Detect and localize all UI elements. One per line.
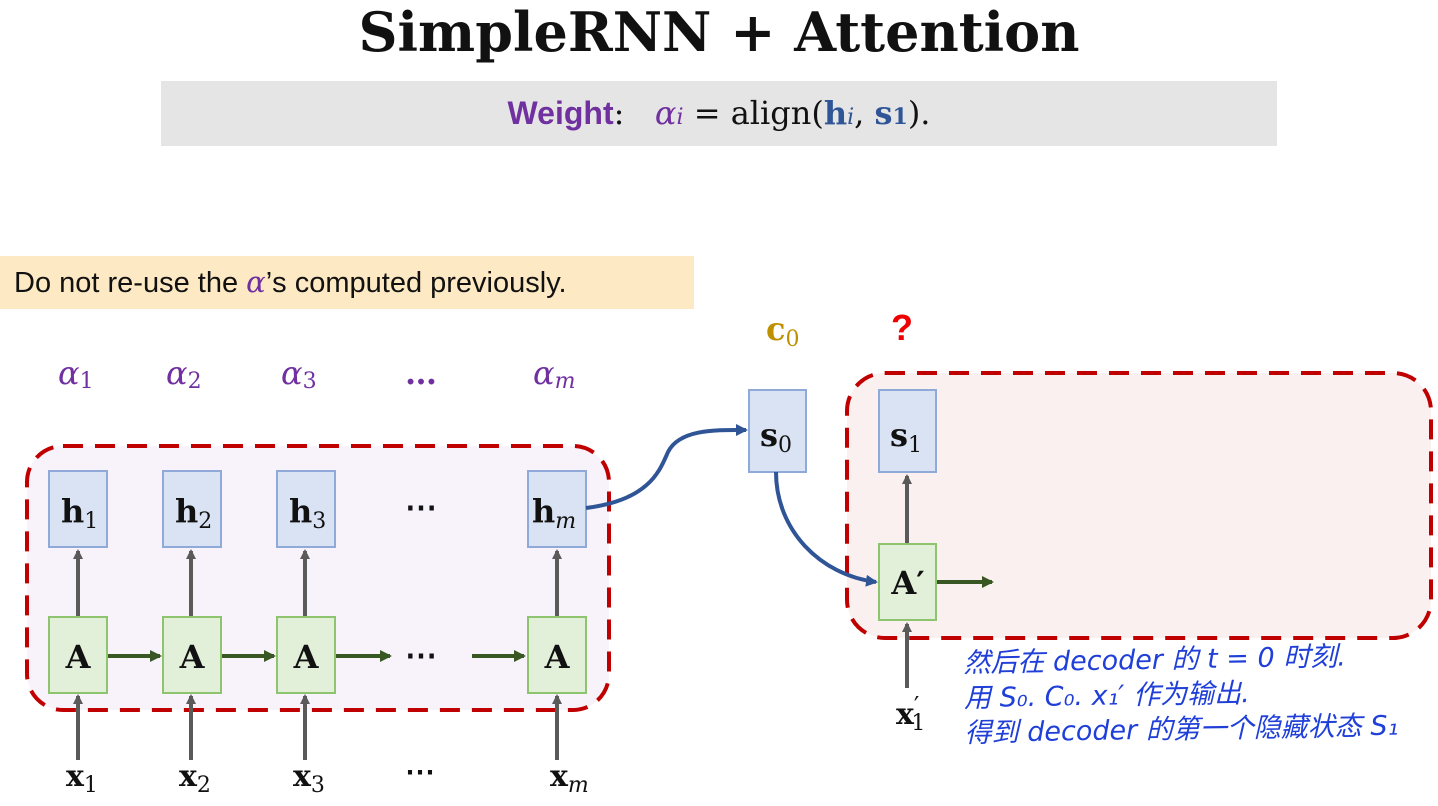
context-c0-label: c0 xyxy=(766,310,799,352)
a-cell-3 xyxy=(276,616,336,694)
formula-colon: : xyxy=(613,94,625,132)
alpha-label-ellipsis: … xyxy=(405,354,437,392)
formula-align: = align( xyxy=(683,94,824,132)
hm-label: hm xyxy=(532,492,576,534)
alpha-label-2: α2 xyxy=(166,354,202,394)
formula-alpha: α xyxy=(654,94,677,132)
h1-label: h1 xyxy=(61,492,98,534)
alpha-label-1: α1 xyxy=(58,354,94,394)
note-text-after: ’s computed previously. xyxy=(265,267,567,299)
question-mark: ? xyxy=(891,307,913,348)
formula-bar: Weight: αi = align(hi, s1). xyxy=(161,81,1277,146)
note-alpha: α xyxy=(246,265,266,299)
h3-box xyxy=(276,470,336,548)
s1-box xyxy=(878,389,937,473)
input-ellipsis: ⋯ xyxy=(405,755,435,790)
s0-to-a-prime-arrow xyxy=(774,471,878,587)
alpha-label-m: αm xyxy=(533,354,575,394)
formula-s: s xyxy=(874,94,893,132)
a-label-1: A xyxy=(65,638,92,676)
x1-prime-label: x′1 xyxy=(896,692,925,736)
weight-label: Weight xyxy=(507,95,614,131)
formula-h-sub: i xyxy=(847,105,855,130)
a-prime-label: A′ xyxy=(890,564,924,602)
hm-box xyxy=(527,470,587,548)
decoder-region xyxy=(845,371,1433,640)
xm-label: xm xyxy=(550,759,589,798)
hidden-ellipsis: ⋯ xyxy=(405,488,437,526)
a-label-2: A xyxy=(179,638,206,676)
formula-end: ). xyxy=(907,94,931,132)
formula-s-sub: 1 xyxy=(892,104,908,130)
formula-comma: , xyxy=(854,94,875,132)
a-cell-2 xyxy=(162,616,222,694)
h1-box xyxy=(48,470,108,548)
a-prime-cell xyxy=(878,543,937,621)
formula-alpha-sub: i xyxy=(676,105,684,130)
h3-label: h3 xyxy=(289,492,326,534)
h2-box xyxy=(162,470,222,548)
formula-h: h xyxy=(823,94,848,132)
note-text-before: Do not re-use the xyxy=(14,267,247,299)
a-label-m: A xyxy=(544,638,571,676)
a-cell-m xyxy=(527,616,587,694)
a-label-3: A xyxy=(293,638,320,676)
alpha-label-3: α3 xyxy=(281,354,317,394)
a-cell-1 xyxy=(48,616,108,694)
note-banner: Do not re-use the α’s computed previousl… xyxy=(0,256,694,309)
hm-to-s0-arrow xyxy=(585,423,748,510)
cell-ellipsis: ⋯ xyxy=(405,636,437,674)
slide-title: SimpleRNN + Attention xyxy=(358,0,1080,64)
s0-label: s0 xyxy=(760,416,792,458)
x2-label: x2 xyxy=(179,759,211,798)
s1-label: s1 xyxy=(890,416,922,458)
x1-label: x1 xyxy=(66,759,98,798)
h2-label: h2 xyxy=(175,492,212,534)
handwritten-annotation: 然后在 decoder 的 t = 0 时刻. 用 S₀. C₀. x₁′ 作为… xyxy=(963,638,1435,751)
x3-label: x3 xyxy=(293,759,325,798)
